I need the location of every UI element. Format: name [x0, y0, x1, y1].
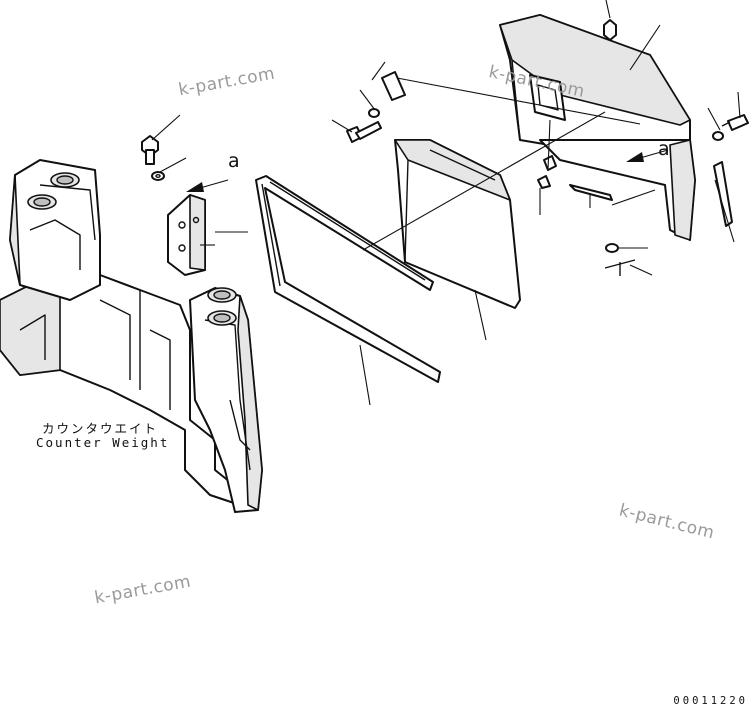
bolt-top-right: [603, 19, 617, 41]
cover-panel: [394, 139, 521, 309]
clip: [537, 155, 557, 189]
pin: [604, 259, 636, 276]
counterweight-label-jp: カウンタウエイト: [42, 421, 159, 436]
rod: [569, 184, 613, 201]
counterweight-label-en: Counter Weight: [36, 435, 170, 450]
bracket-small: [381, 71, 406, 101]
bolt-left: [141, 135, 159, 165]
washer-right: [712, 131, 724, 141]
drawing-number: 00011220: [673, 695, 748, 707]
washer-lower: [605, 243, 619, 253]
rear-cover-assembly: [499, 14, 696, 241]
washer-mid: [368, 108, 380, 118]
view-arrow-right: [626, 149, 669, 162]
side-strip-right: [713, 161, 733, 227]
seal-frame: [255, 175, 441, 383]
bolt-mid: [346, 121, 382, 143]
leader-lines: [151, 0, 741, 406]
washer-left: [151, 171, 165, 181]
bolt-right: [721, 114, 749, 131]
view-arrow-left: [186, 179, 229, 192]
view-ref-label-left: a: [228, 150, 240, 172]
mounting-bracket-left: [167, 194, 206, 276]
view-ref-label-right: a: [658, 138, 670, 160]
counterweight-body: [0, 159, 263, 513]
